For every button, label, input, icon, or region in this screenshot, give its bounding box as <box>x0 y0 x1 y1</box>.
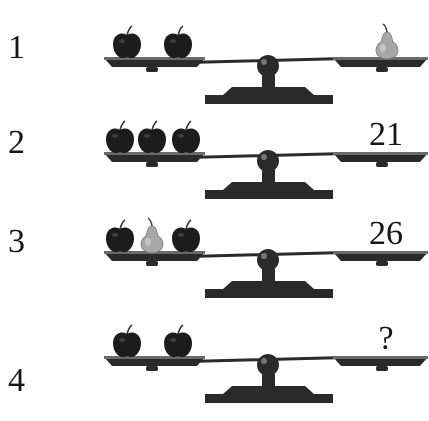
stand-upper <box>223 182 314 190</box>
apple-icon <box>172 121 200 153</box>
pear-icon <box>141 218 163 253</box>
puzzle-row: 1 <box>8 24 428 104</box>
puzzle-row: 2 21 <box>8 116 428 199</box>
balance-scale <box>104 150 428 199</box>
pivot <box>257 150 279 172</box>
apple-icon <box>113 26 141 58</box>
apple-icon <box>164 26 192 58</box>
balance-scale <box>104 55 428 104</box>
apple-icon <box>164 325 192 357</box>
row-number: 2 <box>8 124 25 161</box>
question-mark: ? <box>378 320 393 357</box>
apple-icon <box>106 220 134 252</box>
puzzle-row: 3 26 <box>8 215 428 298</box>
pivot <box>257 354 279 376</box>
stand-base <box>205 394 333 403</box>
puzzle-row: 4? <box>8 320 428 403</box>
apple-icon <box>172 220 200 252</box>
row-number: 1 <box>8 29 25 66</box>
stand-upper <box>223 386 314 394</box>
row-number: 4 <box>8 362 25 399</box>
apple-icon <box>106 121 134 153</box>
weight-value: 21 <box>369 116 403 153</box>
balance-scale <box>104 354 428 403</box>
stand-base <box>205 289 333 298</box>
stand-upper <box>223 281 314 289</box>
pivot <box>257 249 279 271</box>
apple-icon <box>138 121 166 153</box>
balance-scale <box>104 249 428 298</box>
apple-icon <box>113 325 141 357</box>
pear-icon <box>376 24 398 59</box>
stand-base <box>205 95 333 104</box>
row-number: 3 <box>8 223 25 260</box>
stand-base <box>205 190 333 199</box>
stand-upper <box>223 87 314 95</box>
pivot <box>257 55 279 77</box>
weight-value: 26 <box>369 215 403 252</box>
